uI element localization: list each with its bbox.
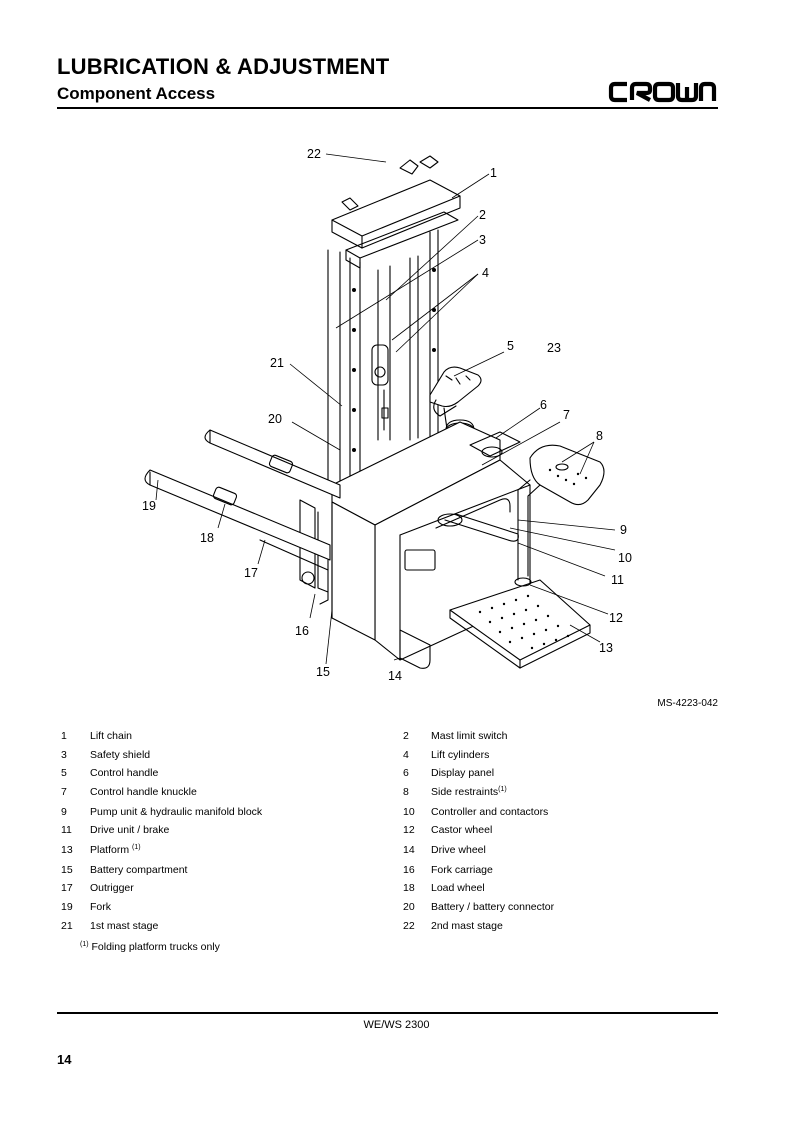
legend-label: Mast limit switch [431,730,508,742]
model-name: WE/WS 2300 [363,1019,430,1031]
legend-number: 16 [403,864,415,876]
callout-8: 8 [596,429,603,443]
legend-label: Load wheel [431,882,485,894]
legend-label: Outrigger [90,882,134,894]
page-title: LUBRICATION & ADJUSTMENT [57,54,390,79]
section-subtitle: Component Access [57,84,216,103]
legend-number: 2 [403,730,409,742]
legend-number: 1 [61,730,67,742]
callout-13: 13 [599,641,613,655]
legend-label: Control handle knuckle [90,786,197,798]
legend-label: Display panel [431,767,495,779]
legend-number: 19 [61,901,73,913]
legend-number: 15 [61,864,73,876]
legend-label: Castor wheel [431,824,493,836]
callout-15: 15 [316,665,330,679]
legend-number: 9 [61,806,67,818]
legend-number: 14 [403,844,415,856]
legend-label: Drive unit / brake [90,824,170,836]
legend-number: 18 [403,882,415,894]
legend-number: 5 [61,767,67,779]
crown-logo [608,81,717,103]
footnote-marker: (1) [80,941,89,948]
legend-number: 6 [403,767,409,779]
legend-number: 22 [403,920,415,932]
legend-number: 11 [61,824,72,836]
legend-number: 4 [403,749,409,761]
callout-18: 18 [200,531,214,545]
callout-19: 19 [142,499,156,513]
truck-illustration [144,153,616,669]
callout-2: 2 [479,208,486,222]
legend-label: Fork [90,901,111,913]
legend-label: Control handle [90,767,159,779]
header-rule [57,107,718,109]
callout-9: 9 [620,523,627,537]
legend-number: 3 [61,749,67,761]
footnote: (1) Folding platform trucks only [80,941,220,953]
legend-number: 21 [61,920,73,932]
legend-label: Fork carriage [431,864,493,876]
footnote-ref: (1) [132,844,141,851]
footnote-ref: (1) [498,786,507,793]
callout-7: 7 [563,408,570,422]
legend-number: 12 [403,824,415,836]
callout-11: 11 [611,573,624,587]
legend-label: Safety shield [90,749,151,761]
legend-label: 1st mast stage [90,920,159,932]
legend-label: Lift chain [90,730,133,742]
legend-number: 13 [61,844,73,856]
legend-number: 7 [61,786,67,798]
callout-5: 5 [507,339,514,353]
callout-20: 20 [268,412,282,426]
callout-1: 1 [490,166,497,180]
callout-4: 4 [482,266,489,280]
callout-17: 17 [244,566,258,580]
figure-reference: MS-4223-042 [657,698,718,709]
footnote-text: Folding platform trucks only [91,941,220,953]
legend-label: 2nd mast stage [431,920,503,932]
callout-22: 22 [307,147,321,161]
callout-21: 21 [270,356,284,370]
footer-rule [57,1012,718,1014]
callout-3: 3 [479,233,486,247]
callout-10: 10 [618,551,632,565]
legend-number: 17 [61,882,73,894]
legend-number: 8 [403,786,409,798]
callout-16: 16 [295,624,309,638]
legend-label: Lift cylinders [431,749,490,761]
page-number: 14 [57,1052,72,1067]
callout-6: 6 [540,398,547,412]
legend-label: Drive wheel [431,844,486,856]
callout-23: 23 [547,341,561,355]
callout-14: 14 [388,669,402,683]
callout-12: 12 [609,611,623,625]
legend-number: 20 [403,901,415,913]
legend-label: Side restraints(1) [431,786,507,798]
legend-label: Battery compartment [90,864,188,876]
legend-number: 10 [403,806,415,818]
legend-label: Controller and contactors [431,806,549,818]
legend-label: Platform (1) [90,844,141,856]
legend-label: Battery / battery connector [431,901,555,913]
legend-label: Pump unit & hydraulic manifold block [90,806,263,818]
